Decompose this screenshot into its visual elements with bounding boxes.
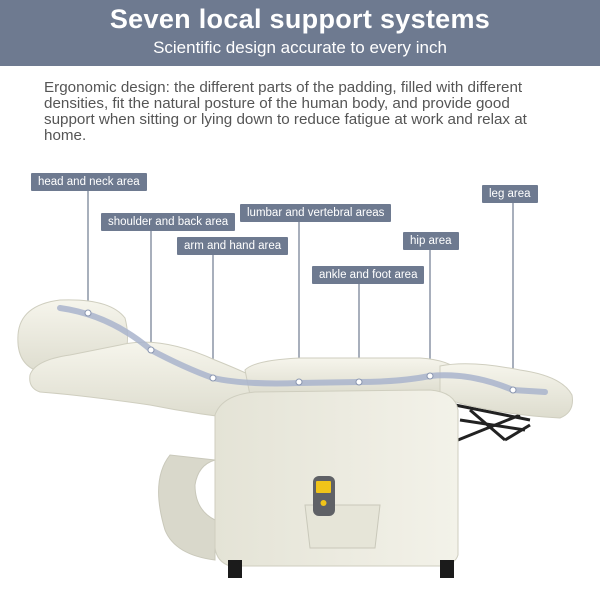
label-head-neck: head and neck area xyxy=(31,173,147,191)
label-arm-hand: arm and hand area xyxy=(177,237,289,255)
support-points xyxy=(84,309,517,394)
label-shoulder-back: shoulder and back area xyxy=(101,213,236,231)
header-subtitle: Scientific design accurate to every inch xyxy=(153,38,447,57)
support-curve xyxy=(57,305,548,395)
chair-leg-right xyxy=(440,560,454,578)
leader-lines xyxy=(87,190,514,390)
massage-remote-icon xyxy=(313,476,335,516)
support-point-head xyxy=(84,309,92,317)
label-ankle-foot: ankle and foot area xyxy=(312,266,425,284)
header-banner: Seven local support systems Scientific d… xyxy=(0,0,600,66)
header-title: Seven local support systems xyxy=(109,4,491,34)
chair-side xyxy=(214,389,459,567)
leg-rest xyxy=(439,363,573,419)
footrest-mechanism xyxy=(454,403,531,442)
label-lumbar-vertebral: lumbar and vertebral areas xyxy=(240,204,392,222)
chair-leg-left xyxy=(228,560,242,578)
support-point-arm xyxy=(209,374,217,382)
description-text: Ergonomic design: the different parts of… xyxy=(44,79,527,144)
support-point-ankle xyxy=(355,378,363,386)
label-hip: hip area xyxy=(403,232,459,250)
support-point-shoulder xyxy=(147,346,155,354)
chair-base xyxy=(158,454,216,561)
recliner-illustration xyxy=(17,190,573,578)
support-point-lumbar xyxy=(295,378,303,386)
label-leg: leg area xyxy=(482,185,538,203)
support-point-leg xyxy=(509,386,517,394)
support-point-hip xyxy=(426,372,434,380)
